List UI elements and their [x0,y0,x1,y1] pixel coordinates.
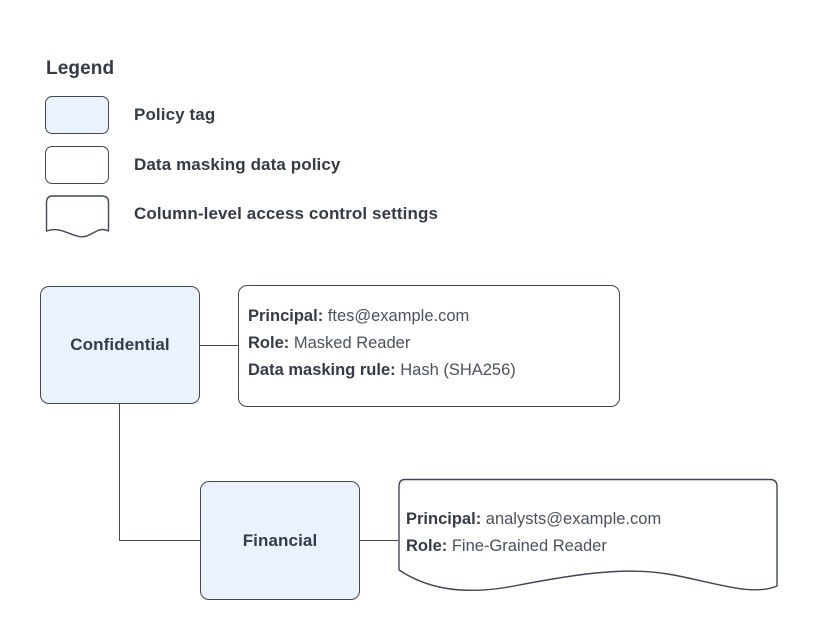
data-masking-policy-card-text: Principal: ftes@example.com Role: Masked… [248,303,611,384]
column-access-settings-card-text: Principal: analysts@example.com Role: Fi… [406,506,772,560]
settings-principal-line: Principal: analysts@example.com [406,506,772,533]
data-masking-policy-card[interactable]: Principal: ftes@example.com Role: Masked… [238,285,620,407]
column-access-settings-card[interactable]: Principal: analysts@example.com Role: Fi… [396,478,782,596]
settings-role-value: Fine-Grained Reader [451,537,607,555]
legend-swatch-data-masking-policy-icon [45,146,109,184]
connector-confidential-to-financial-horizontal [119,540,200,542]
legend-label-data-masking-policy: Data masking data policy [134,155,341,174]
settings-principal-label: Principal: [406,510,482,528]
masking-rule-label: Data masking rule: [248,361,396,379]
document-shape-icon [398,478,778,591]
masking-rule-value: Hash (SHA256) [400,361,516,379]
masking-principal-value: ftes@example.com [327,307,470,325]
masking-principal-line: Principal: ftes@example.com [248,303,611,330]
masking-rule-line: Data masking rule: Hash (SHA256) [248,357,611,384]
settings-principal-value: analysts@example.com [485,510,662,528]
connector-confidential-to-masking-policy [200,344,238,346]
settings-role-line: Role: Fine-Grained Reader [406,533,772,560]
masking-role-line: Role: Masked Reader [248,330,611,357]
legend-label-column-access-settings: Column-level access control settings [134,204,439,223]
policy-tag-node-confidential[interactable]: Confidential [40,286,200,404]
settings-role-label: Role: [406,537,448,555]
connector-financial-to-access-settings [360,540,398,542]
masking-role-label: Role: [248,334,290,352]
masking-principal-label: Principal: [248,307,324,325]
legend-title: Legend [46,58,115,79]
legend-label-policy-tag: Policy tag [134,105,216,124]
masking-role-value: Masked Reader [293,334,411,352]
connector-confidential-to-financial-vertical [119,404,121,541]
policy-tag-node-financial[interactable]: Financial [200,481,360,600]
legend-swatch-document-icon [45,195,110,239]
legend-swatch-policy-tag-icon [45,96,109,134]
